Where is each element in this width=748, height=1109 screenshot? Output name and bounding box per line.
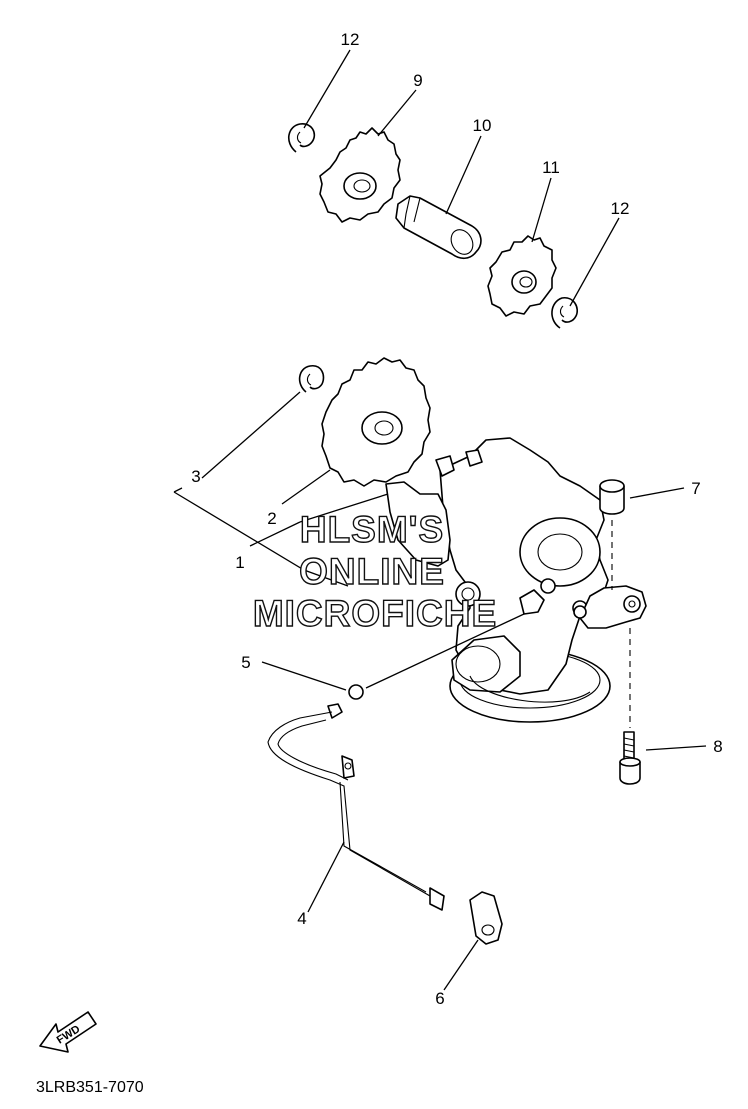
callout-8: 8 <box>713 737 722 756</box>
shaft-10 <box>395 195 482 260</box>
watermark-line-2: ONLINE <box>299 551 445 592</box>
callout-6: 6 <box>435 989 444 1008</box>
circlip-12-right <box>551 297 578 329</box>
callout-9: 9 <box>413 71 422 90</box>
collar-7 <box>599 479 625 515</box>
watermark: HLSM'S ONLINE MICROFICHE <box>252 508 497 634</box>
callout-12a: 12 <box>341 30 360 49</box>
gear-2 <box>321 357 431 487</box>
o-ring-5 <box>348 684 364 700</box>
watermark-line-3: MICROFICHE <box>253 593 497 634</box>
oil-pump-body <box>385 437 647 723</box>
callout-2: 2 <box>267 509 276 528</box>
callout-11: 11 <box>542 158 560 177</box>
gear-11 <box>487 235 557 317</box>
fwd-arrow-icon: FWD <box>39 1011 97 1053</box>
pipe-4 <box>267 703 445 911</box>
diagram-code: 3LRB351-7070 <box>36 1079 144 1096</box>
callout-4: 4 <box>297 909 306 928</box>
gear-9 <box>319 127 401 223</box>
callout-1: 1 <box>235 553 244 572</box>
watermark-line-1: HLSM'S <box>300 509 444 550</box>
callout-5: 5 <box>241 653 250 672</box>
bolt-8 <box>619 731 641 785</box>
circlip-3 <box>298 365 325 393</box>
callout-12b: 12 <box>611 199 630 218</box>
callout-7: 7 <box>691 479 700 498</box>
callout-10: 10 <box>473 116 492 135</box>
damper-6 <box>469 891 503 945</box>
circlip-12-left <box>288 123 316 153</box>
callout-3: 3 <box>191 467 200 486</box>
